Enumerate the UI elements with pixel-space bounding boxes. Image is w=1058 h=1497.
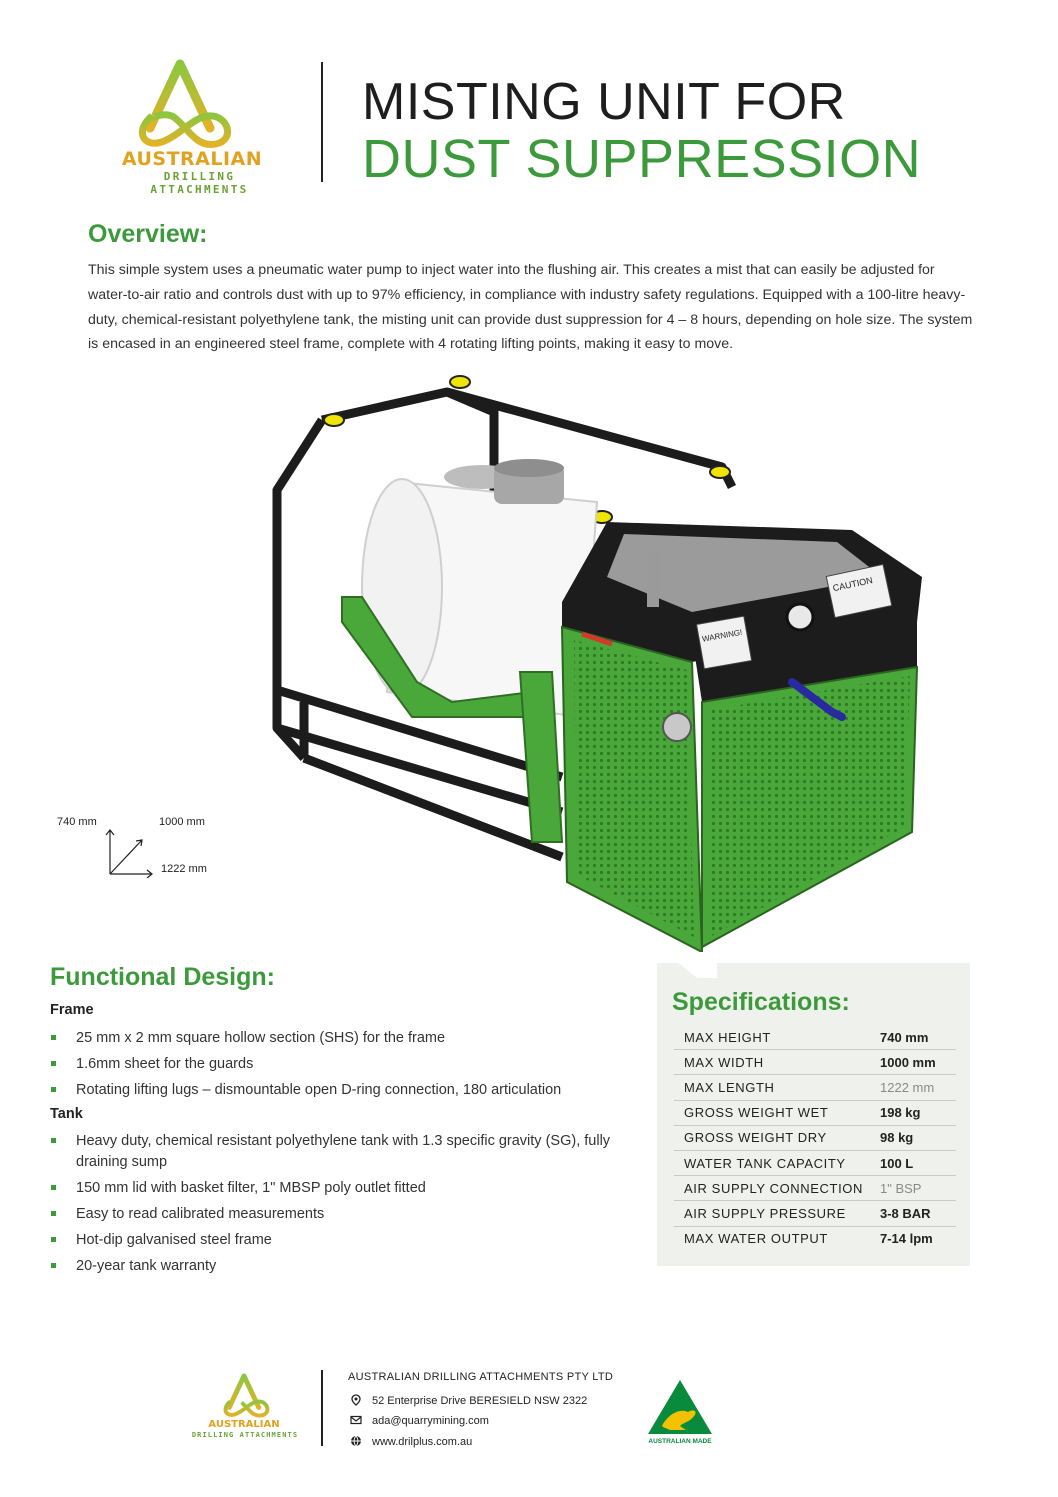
bullet-icon	[51, 1035, 56, 1040]
spec-value: 1" BSP	[880, 1175, 956, 1202]
spec-value: 98 kg	[880, 1125, 956, 1151]
globe-icon	[351, 1435, 361, 1447]
misting-unit-image: WARNING! CAUTION	[272, 375, 922, 952]
address-text: 52 Enterprise Drive BERESIELD NSW 2322	[372, 1395, 588, 1407]
spec-label: GROSS WEIGHT WET	[674, 1100, 880, 1126]
website-link[interactable]: www.drilplus.com.au	[372, 1436, 473, 1448]
panel-notch-icon	[657, 962, 717, 978]
spec-value: 7-14 lpm	[880, 1231, 933, 1247]
spec-value: 740 mm	[880, 1025, 956, 1051]
dim-width: 1000 mm	[159, 816, 205, 828]
list-item: 20-year tank warranty	[50, 1256, 645, 1277]
functional-design-heading: Functional Design:	[50, 963, 275, 991]
spec-label: MAX HEIGHT	[674, 1025, 880, 1051]
spec-value: 1000 mm	[880, 1049, 956, 1076]
australian-made-text: AUSTRALIAN MADE	[648, 1438, 712, 1445]
specifications-heading: Specifications:	[672, 988, 850, 1016]
location-pin-icon	[351, 1394, 361, 1406]
address-line: 52 Enterprise Drive BERESIELD NSW 2322	[350, 1394, 587, 1407]
footer-brand-name: AUSTRALIAN	[208, 1419, 280, 1430]
list-item: Easy to read calibrated measurements	[50, 1204, 645, 1225]
bullet-icon	[51, 1185, 56, 1190]
footer-divider	[321, 1370, 323, 1446]
bullet-icon	[51, 1138, 56, 1143]
list-item: 150 mm lid with basket filter, 1" MBSP p…	[50, 1178, 645, 1199]
dimension-indicator: 740 mm 1000 mm 1222 mm	[50, 812, 230, 892]
dimension-arrows-icon	[105, 829, 153, 878]
bullet-icon	[51, 1087, 56, 1092]
dim-height: 740 mm	[57, 816, 97, 828]
header-divider	[321, 62, 323, 182]
spec-value: 100 L	[880, 1150, 956, 1177]
spec-label: MAX WIDTH	[674, 1049, 880, 1076]
spec-label: MAX LENGTH	[674, 1074, 880, 1101]
company-name: AUSTRALIAN DRILLING ATTACHMENTS PTY LTD	[348, 1371, 614, 1383]
spec-label: AIR SUPPLY PRESSURE	[674, 1200, 880, 1227]
email-line: ada@quarrymining.com	[350, 1414, 489, 1427]
tank-list: Heavy duty, chemical resistant polyethyl…	[50, 1131, 645, 1277]
dim-length: 1222 mm	[161, 863, 207, 875]
spec-value: 1222 mm	[880, 1074, 956, 1101]
functional-design-section: Frame 25 mm x 2 mm square hollow section…	[50, 1002, 645, 1282]
website-line: www.drilplus.com.au	[350, 1435, 472, 1448]
footer-brand-subtitle: DRILLING ATTACHMENTS	[191, 1431, 299, 1439]
email-icon	[350, 1415, 362, 1425]
brand-subtitle: DRILLING ATTACHMENTS	[150, 170, 249, 196]
list-item: Heavy duty, chemical resistant polyethyl…	[50, 1131, 645, 1173]
spec-value: 198 kg	[880, 1100, 956, 1126]
spec-label: AIR SUPPLY CONNECTION	[674, 1175, 880, 1202]
spec-label: MAX WATER OUTPUT	[684, 1231, 828, 1247]
list-item: Rotating lifting lugs – dismountable ope…	[50, 1080, 645, 1101]
brand-name: AUSTRALIAN	[121, 148, 263, 170]
frame-subheading: Frame	[50, 1002, 94, 1018]
spec-label: GROSS WEIGHT DRY	[674, 1125, 880, 1151]
company-logo-mark	[138, 59, 231, 148]
overview-heading: Overview:	[88, 220, 208, 248]
bullet-icon	[51, 1211, 56, 1216]
tank-subheading: Tank	[50, 1106, 83, 1122]
table-row: MAX WATER OUTPUT 7-14 lpm	[674, 1226, 956, 1251]
page-title-line2: DUST SUPPRESSION	[362, 129, 922, 189]
bullet-icon	[51, 1237, 56, 1242]
list-item: Hot-dip galvanised steel frame	[50, 1230, 645, 1251]
overview-paragraph: This simple system uses a pneumatic wate…	[88, 262, 973, 353]
footer-logo-mark	[223, 1373, 270, 1418]
bullet-icon	[51, 1263, 56, 1268]
frame-list: 25 mm x 2 mm square hollow section (SHS)…	[50, 1028, 645, 1101]
list-item: 1.6mm sheet for the guards	[50, 1054, 645, 1075]
australian-made-logo: AUSTRALIAN MADE	[648, 1380, 712, 1445]
email-link[interactable]: ada@quarrymining.com	[372, 1415, 489, 1427]
page-title-line1: MISTING UNIT FOR	[362, 73, 846, 131]
spec-value: 3-8 BAR	[880, 1200, 956, 1227]
list-item: 25 mm x 2 mm square hollow section (SHS)…	[50, 1028, 645, 1049]
bullet-icon	[51, 1061, 56, 1066]
spec-label: WATER TANK CAPACITY	[674, 1150, 880, 1177]
